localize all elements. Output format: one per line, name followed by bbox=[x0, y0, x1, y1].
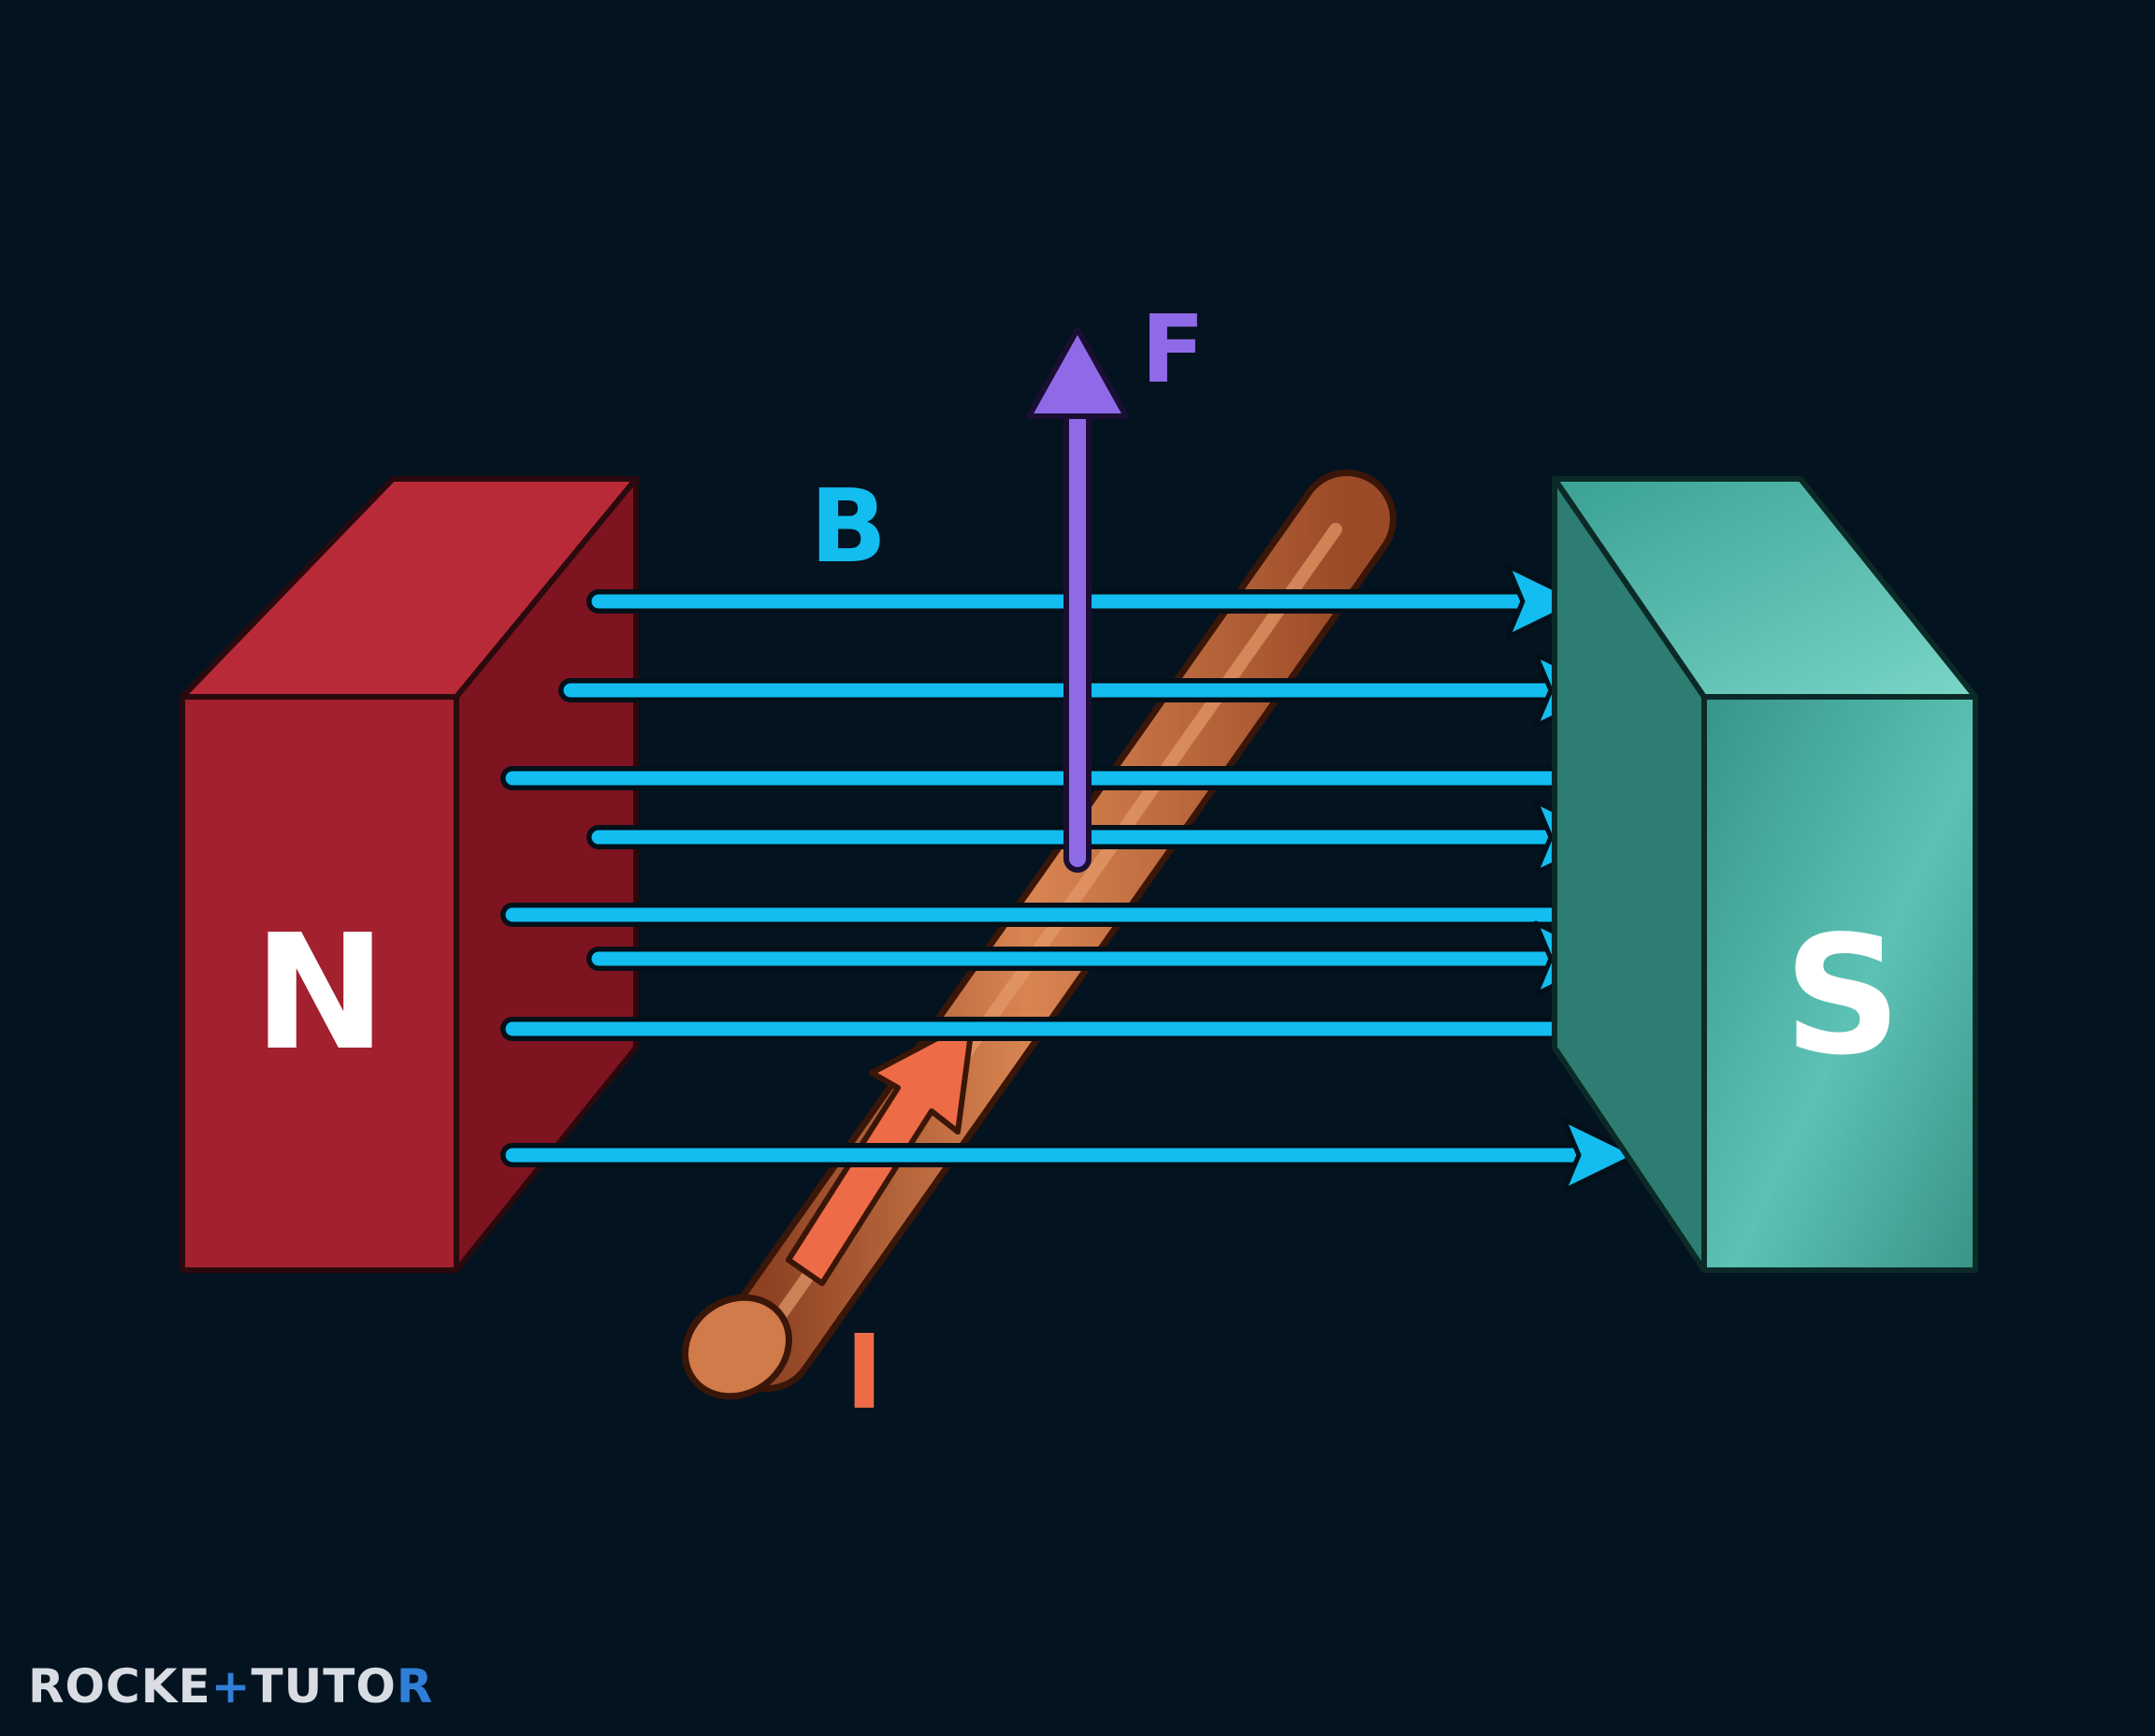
force-arrowhead bbox=[1026, 326, 1129, 419]
logo-text-r: R bbox=[396, 1659, 434, 1714]
field-label: B bbox=[810, 469, 887, 586]
rocketutor-logo: ROCKE+TUTOR bbox=[28, 1659, 433, 1714]
north-magnet: N bbox=[180, 476, 639, 1273]
south-pole-label: S bbox=[1784, 902, 1902, 1092]
field-line bbox=[500, 991, 1640, 1067]
logo-text-tail: TUTO bbox=[251, 1659, 397, 1714]
wire-end-cap bbox=[682, 1294, 792, 1400]
field-line-arrowhead bbox=[1505, 563, 1584, 640]
force-vector: F bbox=[1026, 295, 1205, 873]
field-line-arrowhead bbox=[1561, 1117, 1640, 1194]
north-magnet-front bbox=[180, 694, 459, 1273]
force-label: F bbox=[1141, 295, 1205, 404]
north-pole-label: N bbox=[253, 901, 386, 1086]
logo-text-main: ROCKE bbox=[28, 1659, 211, 1714]
south-magnet-front bbox=[1701, 694, 1978, 1273]
south-magnet: S bbox=[1552, 476, 1978, 1273]
field-line bbox=[500, 1117, 1640, 1194]
current-label: I bbox=[846, 1312, 884, 1432]
logo-plus: + bbox=[210, 1659, 252, 1714]
